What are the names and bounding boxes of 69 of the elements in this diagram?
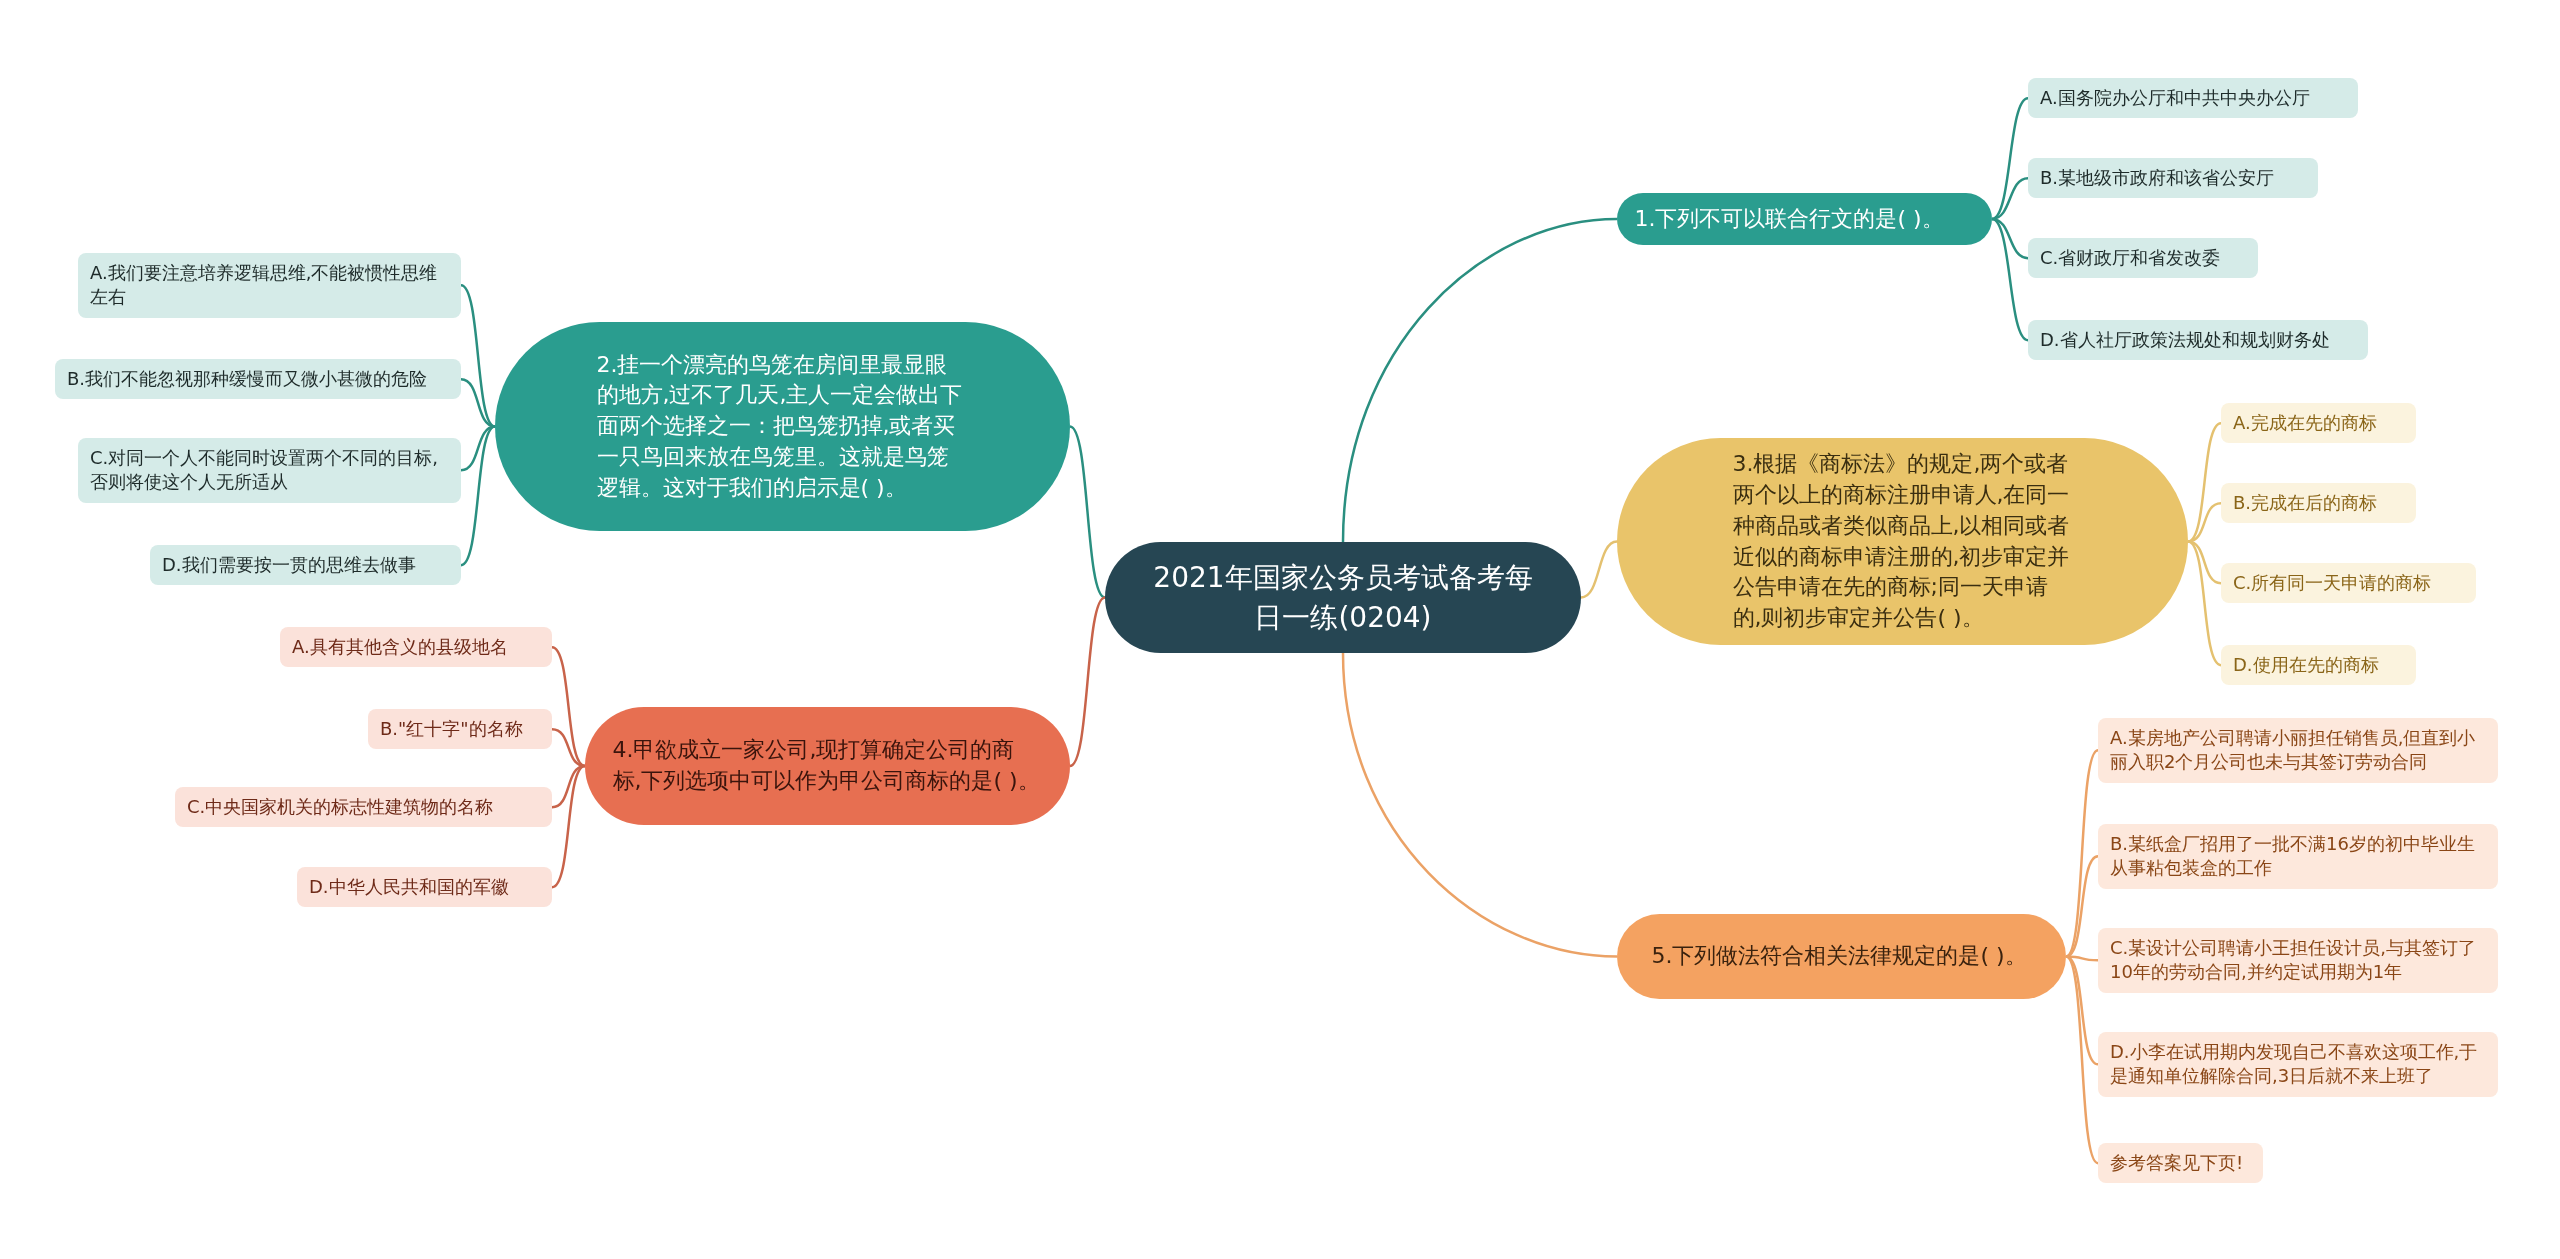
- branch-line: [1991, 176, 2029, 221]
- option-text: B.某地级市政府和该省公安厅: [2040, 166, 2275, 190]
- option-text: A.某房地产公司聘请小丽担任销售员,但直到小丽入职2个月公司也未与其签订劳动合同: [2110, 726, 2477, 775]
- branch-line: [1069, 425, 1106, 599]
- option-text: A.我们要注意培养逻辑思维,不能被惯性思维左右: [90, 261, 439, 310]
- option-text: C.某设计公司聘请小王担任设计员,与其签订了10年的劳动合同,并约定试用期为1年: [2110, 936, 2477, 985]
- branch-line: [551, 727, 586, 768]
- option-box: [2028, 238, 2258, 279]
- topic-text: 2.挂一个漂亮的鸟笼在房间里最显眼的地方,过不了几天,主人一定会做出下面两个选择之一：把鸟笼扔掉,或者买一只鸟回来放在鸟笼里。这就是鸟笼逻辑。这对于我们的启示是( )。: [596, 350, 964, 502]
- option-box: [2098, 824, 2498, 889]
- option-box: [2098, 718, 2498, 783]
- branch-line: [1341, 217, 1618, 543]
- option-box: [2098, 928, 2498, 993]
- branch-line: [460, 284, 496, 428]
- topic-text: 3.根据《商标法》的规定,两个或者两个以上的商标注册申请人,在同一种商品或者类似商品上,以相同或者近似的商标申请注册的,初步审定并公告申请在先的商标;同一天申请的,则初步审定并公告( )。: [1732, 450, 2071, 633]
- option-box: [297, 867, 552, 908]
- option-text: B.某纸盒厂招用了一批不满16岁的初中毕业生从事粘包装盒的工作: [2110, 832, 2476, 881]
- branch-line: [551, 764, 586, 889]
- branch-line: [2187, 501, 2222, 543]
- topic-text: 1.下列不可以联合行文的是( )。: [1634, 204, 1945, 233]
- option-box: [55, 359, 461, 400]
- option-text: C.省财政厅和省发改委: [2040, 246, 2221, 270]
- option-text: D.我们需要按一贯的思维去做事: [162, 553, 416, 577]
- branch-line: [460, 425, 496, 472]
- option-box: [2221, 563, 2476, 604]
- option-text: D.省人社厅政策法规处和规划财务处: [2040, 328, 2330, 352]
- option-box: [78, 253, 461, 318]
- branch-line: [1580, 540, 1618, 599]
- option-text: C.所有同一天申请的商标: [2233, 571, 2432, 595]
- option-box: [2221, 483, 2416, 524]
- option-box: [2221, 403, 2416, 444]
- branch-line: [2187, 422, 2222, 543]
- topic-text: 5.下列做法符合相关法律规定的是( )。: [1651, 942, 2028, 971]
- option-box: [2028, 158, 2318, 199]
- option-box: [2098, 1032, 2498, 1097]
- branch-line: [460, 425, 496, 567]
- branch-line: [1069, 596, 1106, 767]
- branch-line: [2065, 955, 2099, 1066]
- option-box: [368, 709, 552, 750]
- topic-text: 2021年国家公务员考试备考每日一练(0204): [1152, 560, 1534, 636]
- option-text: C.中央国家机关的标志性建筑物的名称: [187, 795, 494, 819]
- topic-text: 4.甲欲成立一家公司,现打算确定公司的商标,下列选项中可以作为甲公司商标的是( )。: [612, 736, 1041, 795]
- branch-line: [460, 377, 496, 428]
- option-text: A.具有其他含义的县级地名: [292, 635, 508, 659]
- option-text: D.中华人民共和国的军徽: [309, 875, 509, 899]
- branch-line: [1991, 217, 2029, 342]
- branch-line: [1991, 97, 2029, 221]
- option-box: [78, 438, 461, 503]
- option-text: 参考答案见下页!: [2110, 1151, 2244, 1175]
- branch-line: [2187, 540, 2222, 667]
- option-box: [2028, 320, 2368, 361]
- option-box: [280, 627, 552, 668]
- option-text: D.小李在试用期内发现自己不喜欢这项工作,于是通知单位解除合同,3日后就不来上班了: [2110, 1040, 2479, 1089]
- option-text: B.我们不能忽视那种缓慢而又微小甚微的危险: [67, 367, 428, 391]
- option-text: A.国务院办公厅和中共中央办公厅: [2040, 86, 2310, 110]
- branch-line: [2065, 955, 2099, 1165]
- option-box: [150, 545, 461, 586]
- option-text: A.完成在先的商标: [2233, 411, 2377, 435]
- option-text: D.使用在先的商标: [2233, 653, 2379, 677]
- option-text: C.对同一个人不能同时设置两个不同的目标,否则将使这个人无所适从: [90, 446, 439, 495]
- option-text: B.完成在后的商标: [2233, 491, 2378, 515]
- option-box: [2028, 78, 2358, 119]
- question-topic: [1617, 193, 1992, 245]
- branch-line: [1341, 652, 1618, 958]
- option-text: B."红十字"的名称: [380, 717, 523, 741]
- option-box: [175, 787, 552, 828]
- option-box: [2221, 645, 2416, 686]
- branch-line: [2065, 855, 2099, 958]
- option-box: [2098, 1143, 2263, 1184]
